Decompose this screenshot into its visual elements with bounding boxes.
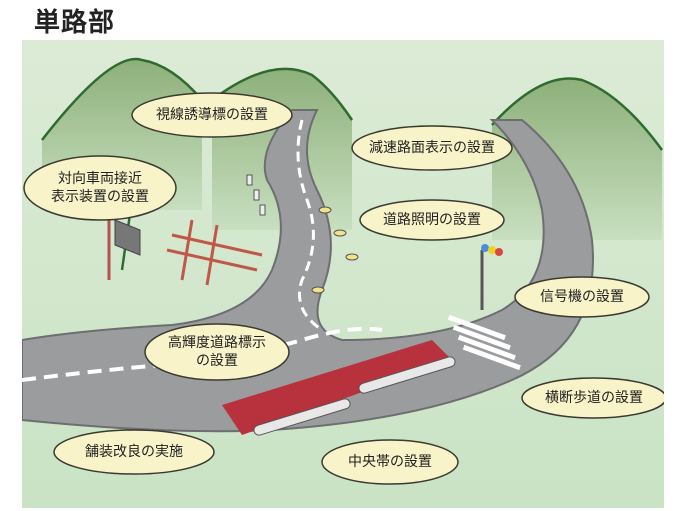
callout-deceleration-marking: 減速路面表示の設置 — [369, 140, 495, 156]
callout-crosswalk: 横断歩道の設置 — [545, 390, 643, 406]
crosswalk-stripes — [447, 314, 521, 371]
grid-markings — [166, 219, 263, 286]
scene-graphics — [22, 40, 664, 508]
oncoming-warning-sign — [107, 217, 141, 280]
median-strip-1 — [253, 398, 351, 436]
callout-high-visibility-marking: 高輝度道路標示 の設置 — [168, 335, 266, 369]
callout-shapes — [23, 92, 664, 485]
callout-traffic-signal: 信号機の設置 — [540, 289, 624, 305]
median-strip-2 — [358, 356, 456, 394]
street-lights — [311, 206, 359, 294]
red-pavement — [222, 340, 452, 435]
callout-road-lighting: 道路照明の設置 — [383, 212, 481, 228]
callout-delineator: 視線誘導標の設置 — [156, 107, 268, 123]
callout-median-strip: 中央帯の設置 — [348, 454, 432, 470]
traffic-signal — [480, 244, 503, 310]
page-title: 単路部 — [34, 8, 116, 38]
delineators — [246, 174, 266, 216]
callout-oncoming-vehicle-warning: 対向車両接近 表示装置の設置 — [51, 171, 149, 205]
callout-pavement-improvement: 舗装改良の実施 — [85, 444, 183, 460]
road-safety-illustration: 視線誘導標の設置 対向車両接近 表示装置の設置 減速路面表示の設置 道路照明の設… — [22, 40, 664, 508]
